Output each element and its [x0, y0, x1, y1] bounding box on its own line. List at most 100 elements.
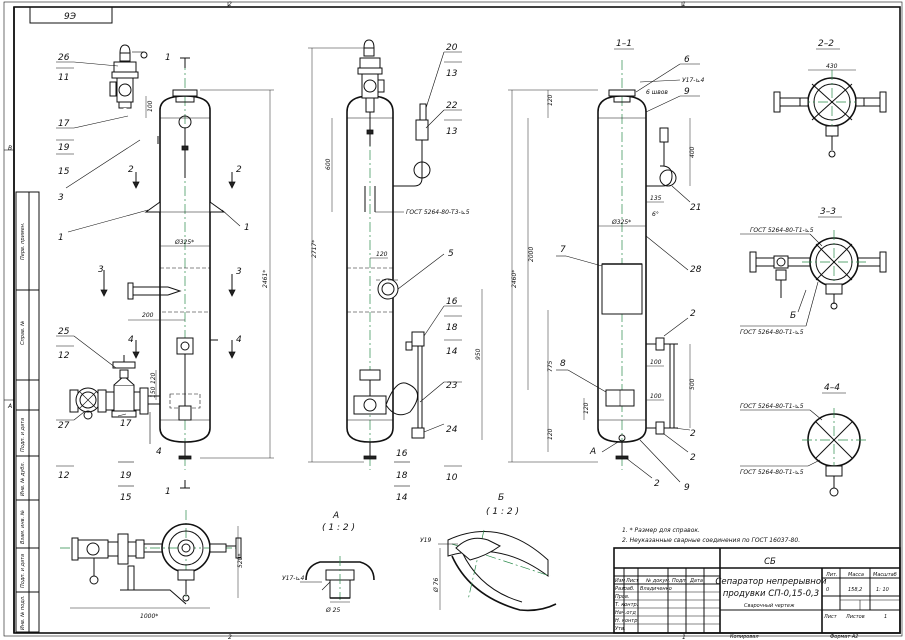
weld-33-top: ГОСТ 5264-80-Т1-⊾5	[750, 227, 814, 234]
callout-13a: 13	[446, 69, 458, 79]
role-nachotd: Нач.отд	[615, 610, 636, 616]
role-razrab: Разраб.	[615, 586, 635, 592]
role-nkontr: Н. контр.	[615, 618, 639, 624]
detail-b-label: Б	[498, 493, 504, 503]
section-4-4: 4–4 ГОСТ 5264-80-Т1-⊾5 ГОСТ 5264-80-Т1-⊾…	[740, 383, 866, 497]
note-2: 2. Неуказанные сварные соединения по ГОС…	[622, 537, 800, 544]
top-stamp: 9Э	[64, 12, 77, 22]
dim-11-100b: 100	[650, 393, 662, 400]
row-izm: Изм	[615, 578, 625, 584]
callout-12a: 12	[58, 351, 70, 361]
callout-8: 8	[560, 359, 566, 369]
zone-left-B: В	[8, 145, 12, 152]
callout-2c: 2	[654, 479, 660, 489]
doc-type: Сварочный чертеж	[744, 603, 795, 609]
dim-11-100a: 100	[650, 359, 662, 366]
developer-name: Владиченко	[640, 586, 672, 592]
middle-view: 2717* 600 120 950 ГОСТ 5264-80-Т3-⊾5 20 …	[308, 39, 483, 503]
dim-11-120-top: 120	[547, 94, 554, 106]
dim-11-diam: Ø325*	[611, 219, 631, 226]
bottom-format: Формат А2	[830, 634, 858, 640]
side-cell-7: Инв. № подл.	[20, 596, 26, 631]
callout-28: 28	[690, 265, 702, 275]
role-prov: Пров.	[615, 594, 630, 600]
callout-3: 3	[58, 193, 64, 203]
dim-main-100: 100	[147, 100, 154, 112]
callout-14a: 14	[446, 347, 458, 357]
callout-15b: 15	[120, 493, 132, 503]
callout-9a: 9	[684, 87, 690, 97]
section-2-2: 2–2 430	[773, 39, 887, 158]
side-cells: Перв. примен. Справ. № Подп. и дата Инв.…	[15, 191, 40, 633]
val-lit: 0	[826, 587, 829, 593]
dim-plan-1000: 1000*	[140, 613, 158, 620]
callout-1a: 1	[58, 233, 64, 243]
callout-17a: 17	[58, 119, 70, 129]
detail-b: Б ( 1 : 2 ) Ø 76 У19	[420, 493, 557, 612]
dim-mid-2717: 2717*	[311, 240, 318, 258]
callout-22: 22	[446, 101, 458, 111]
sect-mark-1-top: 1	[165, 53, 171, 63]
dim-22-430: 430	[826, 63, 838, 70]
sect-mark-2-left: 2	[128, 165, 134, 175]
dim-11-120-bot: 120	[547, 428, 554, 440]
row-doc: № докум.	[645, 578, 671, 584]
main-view: 1 1 2 2 3 3 4 4 2461* Ø325* 200 100 120 …	[56, 44, 274, 503]
sheets-value: 1	[884, 614, 887, 620]
weld-mark-11: У17-⊾4	[682, 77, 704, 84]
notes: 1. * Размер для справок. 2. Неуказанные …	[622, 527, 800, 544]
zone-left-A: А	[7, 403, 12, 410]
dim-main-diameter: Ø325*	[174, 239, 194, 246]
callout-26: 26	[58, 53, 70, 63]
title-block: СБ Сепаратор непрерывной продувки СП-0,1…	[613, 547, 901, 634]
section-3-3: 3–3 ГОСТ 5264-80-Т1-⊾5 ГОСТ 5264-80-Т1-⊾…	[740, 207, 887, 336]
callout-19a: 19	[58, 143, 70, 153]
callout-2a: 2	[690, 309, 696, 319]
dim-11-135: 135	[650, 195, 662, 202]
outer-border	[3, 1, 903, 637]
side-cell-4: Инв. № дубл.	[20, 462, 26, 496]
dim-mid-950: 950	[475, 348, 482, 360]
callout-7: 7	[560, 245, 566, 255]
detail-b-weld: У19	[420, 537, 431, 544]
callout-5: 5	[448, 249, 454, 259]
callout-21: 21	[690, 203, 701, 213]
callout-16b: 16	[396, 449, 408, 459]
callout-11: 11	[58, 73, 69, 83]
callout-18b: 18	[396, 471, 408, 481]
row-podp: Подп.	[672, 578, 687, 584]
weld-44-top: ГОСТ 5264-80-Т1-⊾5	[740, 403, 804, 410]
detail-a-weld: У17-⊾4	[282, 575, 304, 582]
bottom-copy: Копировал	[730, 634, 759, 640]
sect-mark-3-right: 3	[236, 267, 242, 277]
section-1-1-label: 1–1	[616, 39, 632, 49]
doc-name-1: Сепаратор непрерывной	[715, 577, 827, 587]
doc-code: СБ	[764, 557, 776, 567]
dim-11-775: 775	[547, 360, 554, 372]
hdr-scale: Масштаб	[873, 572, 897, 578]
detail-a-label: А	[332, 511, 339, 521]
dim-plan-520: 520*	[237, 554, 244, 568]
zone-top-2: 2	[228, 1, 232, 8]
callout-15a: 15	[58, 167, 70, 177]
val-scale: 1: 10	[876, 587, 889, 593]
note-6-welds: 6 швов	[646, 89, 668, 96]
callout-18a: 18	[446, 323, 458, 333]
dim-main-120: 120	[150, 372, 157, 384]
dim-11-2460: 2460*	[511, 270, 518, 288]
dim-main-200: 200	[142, 312, 154, 319]
zone-top-1: 1	[682, 1, 686, 8]
callout-27: 27	[58, 421, 70, 431]
side-cell-6: Подп. и дата	[20, 554, 26, 588]
doc-name-2: продувки СП-0,15-0,3	[723, 589, 819, 599]
note-1: 1. * Размер для справок.	[622, 527, 700, 534]
zone-bottom-1: 1	[682, 634, 686, 640]
weld-33-bottom: ГОСТ 5264-80-Т1-⊾5	[740, 329, 804, 336]
zone-bottom-2: 2	[228, 634, 232, 640]
side-cell-5: Взам. инв. №	[20, 510, 26, 544]
callout-2d: 2	[690, 429, 696, 439]
detail-mark-B: Б	[790, 311, 796, 321]
callout-10: 10	[446, 473, 458, 483]
role-tkontr: Т. контр.	[615, 602, 638, 608]
weld-note-mid: ГОСТ 5264-80-Т3-⊾5	[406, 209, 470, 216]
